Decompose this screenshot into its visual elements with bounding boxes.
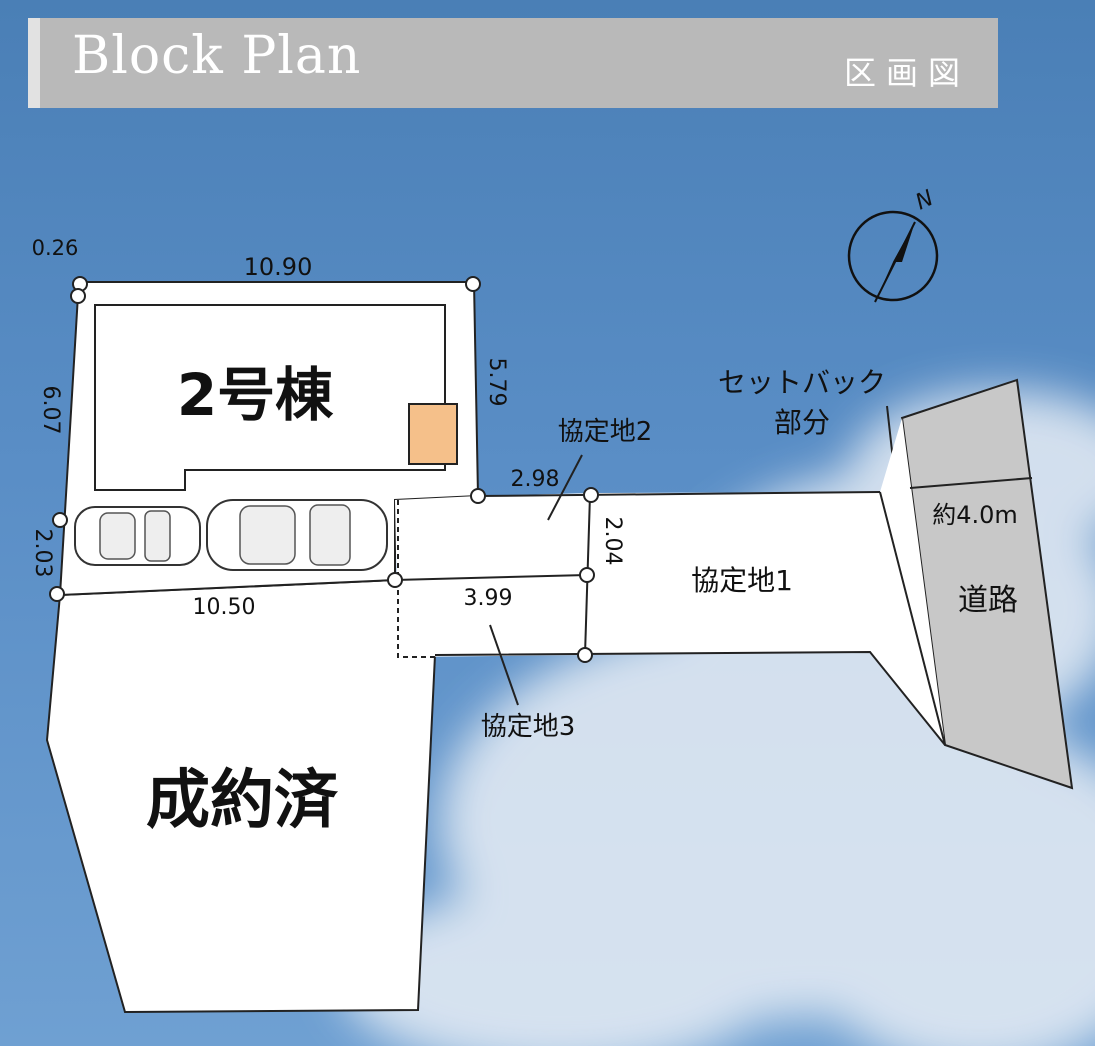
- dimension-label: 10.50: [193, 595, 256, 620]
- agreement-strip: [395, 418, 945, 745]
- building-lot-label: 2号棟: [177, 361, 334, 429]
- dimension-label: 2.04: [600, 517, 625, 566]
- compass-icon: N: [847, 186, 939, 303]
- car-icon: [206, 499, 388, 571]
- leader-agreement-3: [489, 624, 519, 706]
- dashed-outline: [397, 500, 435, 658]
- dimension-label: 6.07: [38, 386, 63, 435]
- header-bar: [28, 18, 998, 108]
- strip-border-top: [477, 491, 881, 497]
- sold-lot-label: 成約済: [146, 764, 339, 838]
- agreement-area-2-label: 協定地2: [558, 417, 653, 447]
- divider-3-99: [394, 574, 588, 581]
- entrance-marker: [408, 403, 458, 465]
- vertex-markers: [49, 276, 599, 663]
- setback-label-line2: 部分: [774, 406, 830, 439]
- road-width-line: [909, 477, 1033, 489]
- dimension-label: 3.99: [464, 586, 513, 611]
- leader-agreement-2: [547, 454, 583, 521]
- header-subtitle: 区画図: [843, 54, 970, 92]
- road-area: [900, 378, 1074, 790]
- compass-label: N: [912, 186, 937, 216]
- dimension-label: 2.98: [511, 467, 560, 492]
- setback-label-line1: セットバック: [718, 366, 886, 399]
- agreement-area-3-label: 協定地3: [481, 712, 576, 742]
- building-footprint: [94, 304, 446, 491]
- road-label: 道路: [958, 583, 1018, 618]
- road-width-label: 約4.0m: [932, 501, 1018, 529]
- dimension-label: 10.90: [244, 253, 313, 281]
- car-icon: [74, 506, 201, 566]
- header-accent: [28, 18, 40, 108]
- dimension-label: 0.26: [32, 236, 79, 260]
- dimension-label: 5.79: [484, 358, 509, 407]
- strip-border-road: [879, 491, 946, 746]
- dimension-label: 2.03: [30, 529, 55, 578]
- agreement-area-1-label: 協定地1: [691, 564, 793, 597]
- header-title: Block Plan: [72, 26, 362, 86]
